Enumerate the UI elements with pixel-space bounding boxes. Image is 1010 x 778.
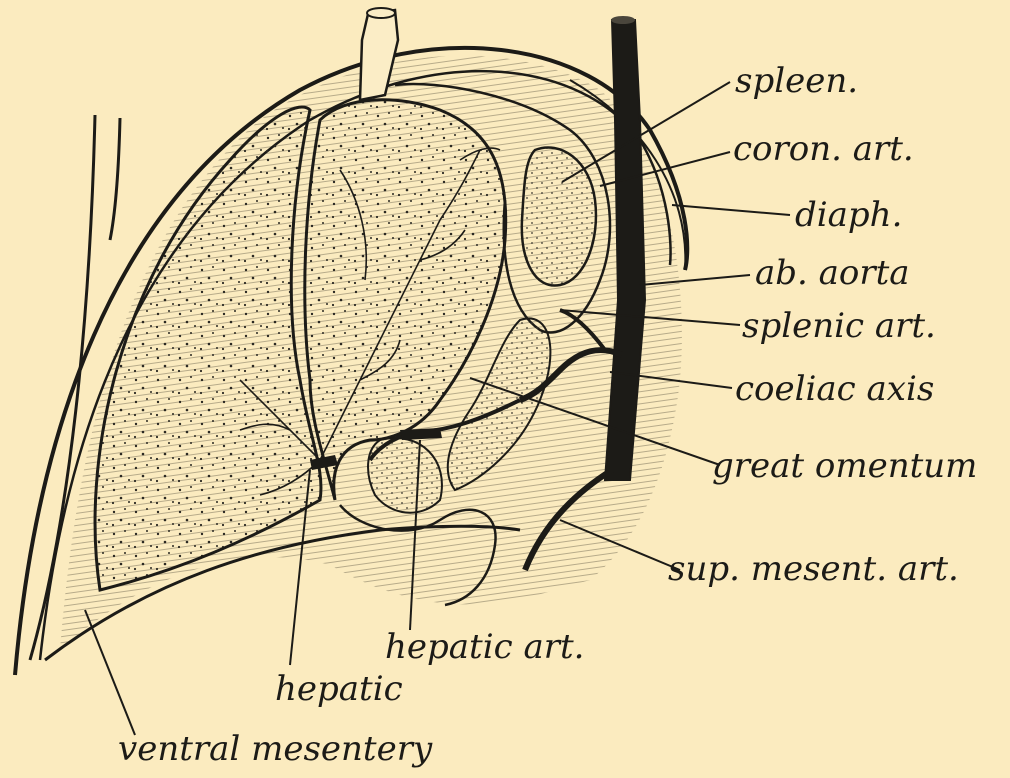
label-splenic-art: splenic art. [742,306,936,346]
label-spleen: spleen. [735,61,858,101]
label-ventral-mesentery: ventral mesentery [118,729,433,769]
label-great-omentum: great omentum [712,446,977,486]
esophagus-opening [367,8,395,18]
leader-ventral-mesentery [85,610,135,735]
label-diaph: diaph. [795,195,902,235]
label-coeliac-axis: coeliac axis [735,369,934,409]
label-ab-aorta: ab. aorta [755,253,910,293]
label-hepatic: hepatic [275,669,403,709]
label-coron-art: coron. art. [733,129,914,169]
ventral-wall-line-2 [110,118,120,240]
leader-diaph [672,205,790,215]
hepatic-art-mark [400,428,442,440]
label-sup-mesent-art: sup. mesent. art. [668,549,959,589]
aorta-opening [611,16,635,24]
label-hepatic-art: hepatic art. [385,627,584,667]
